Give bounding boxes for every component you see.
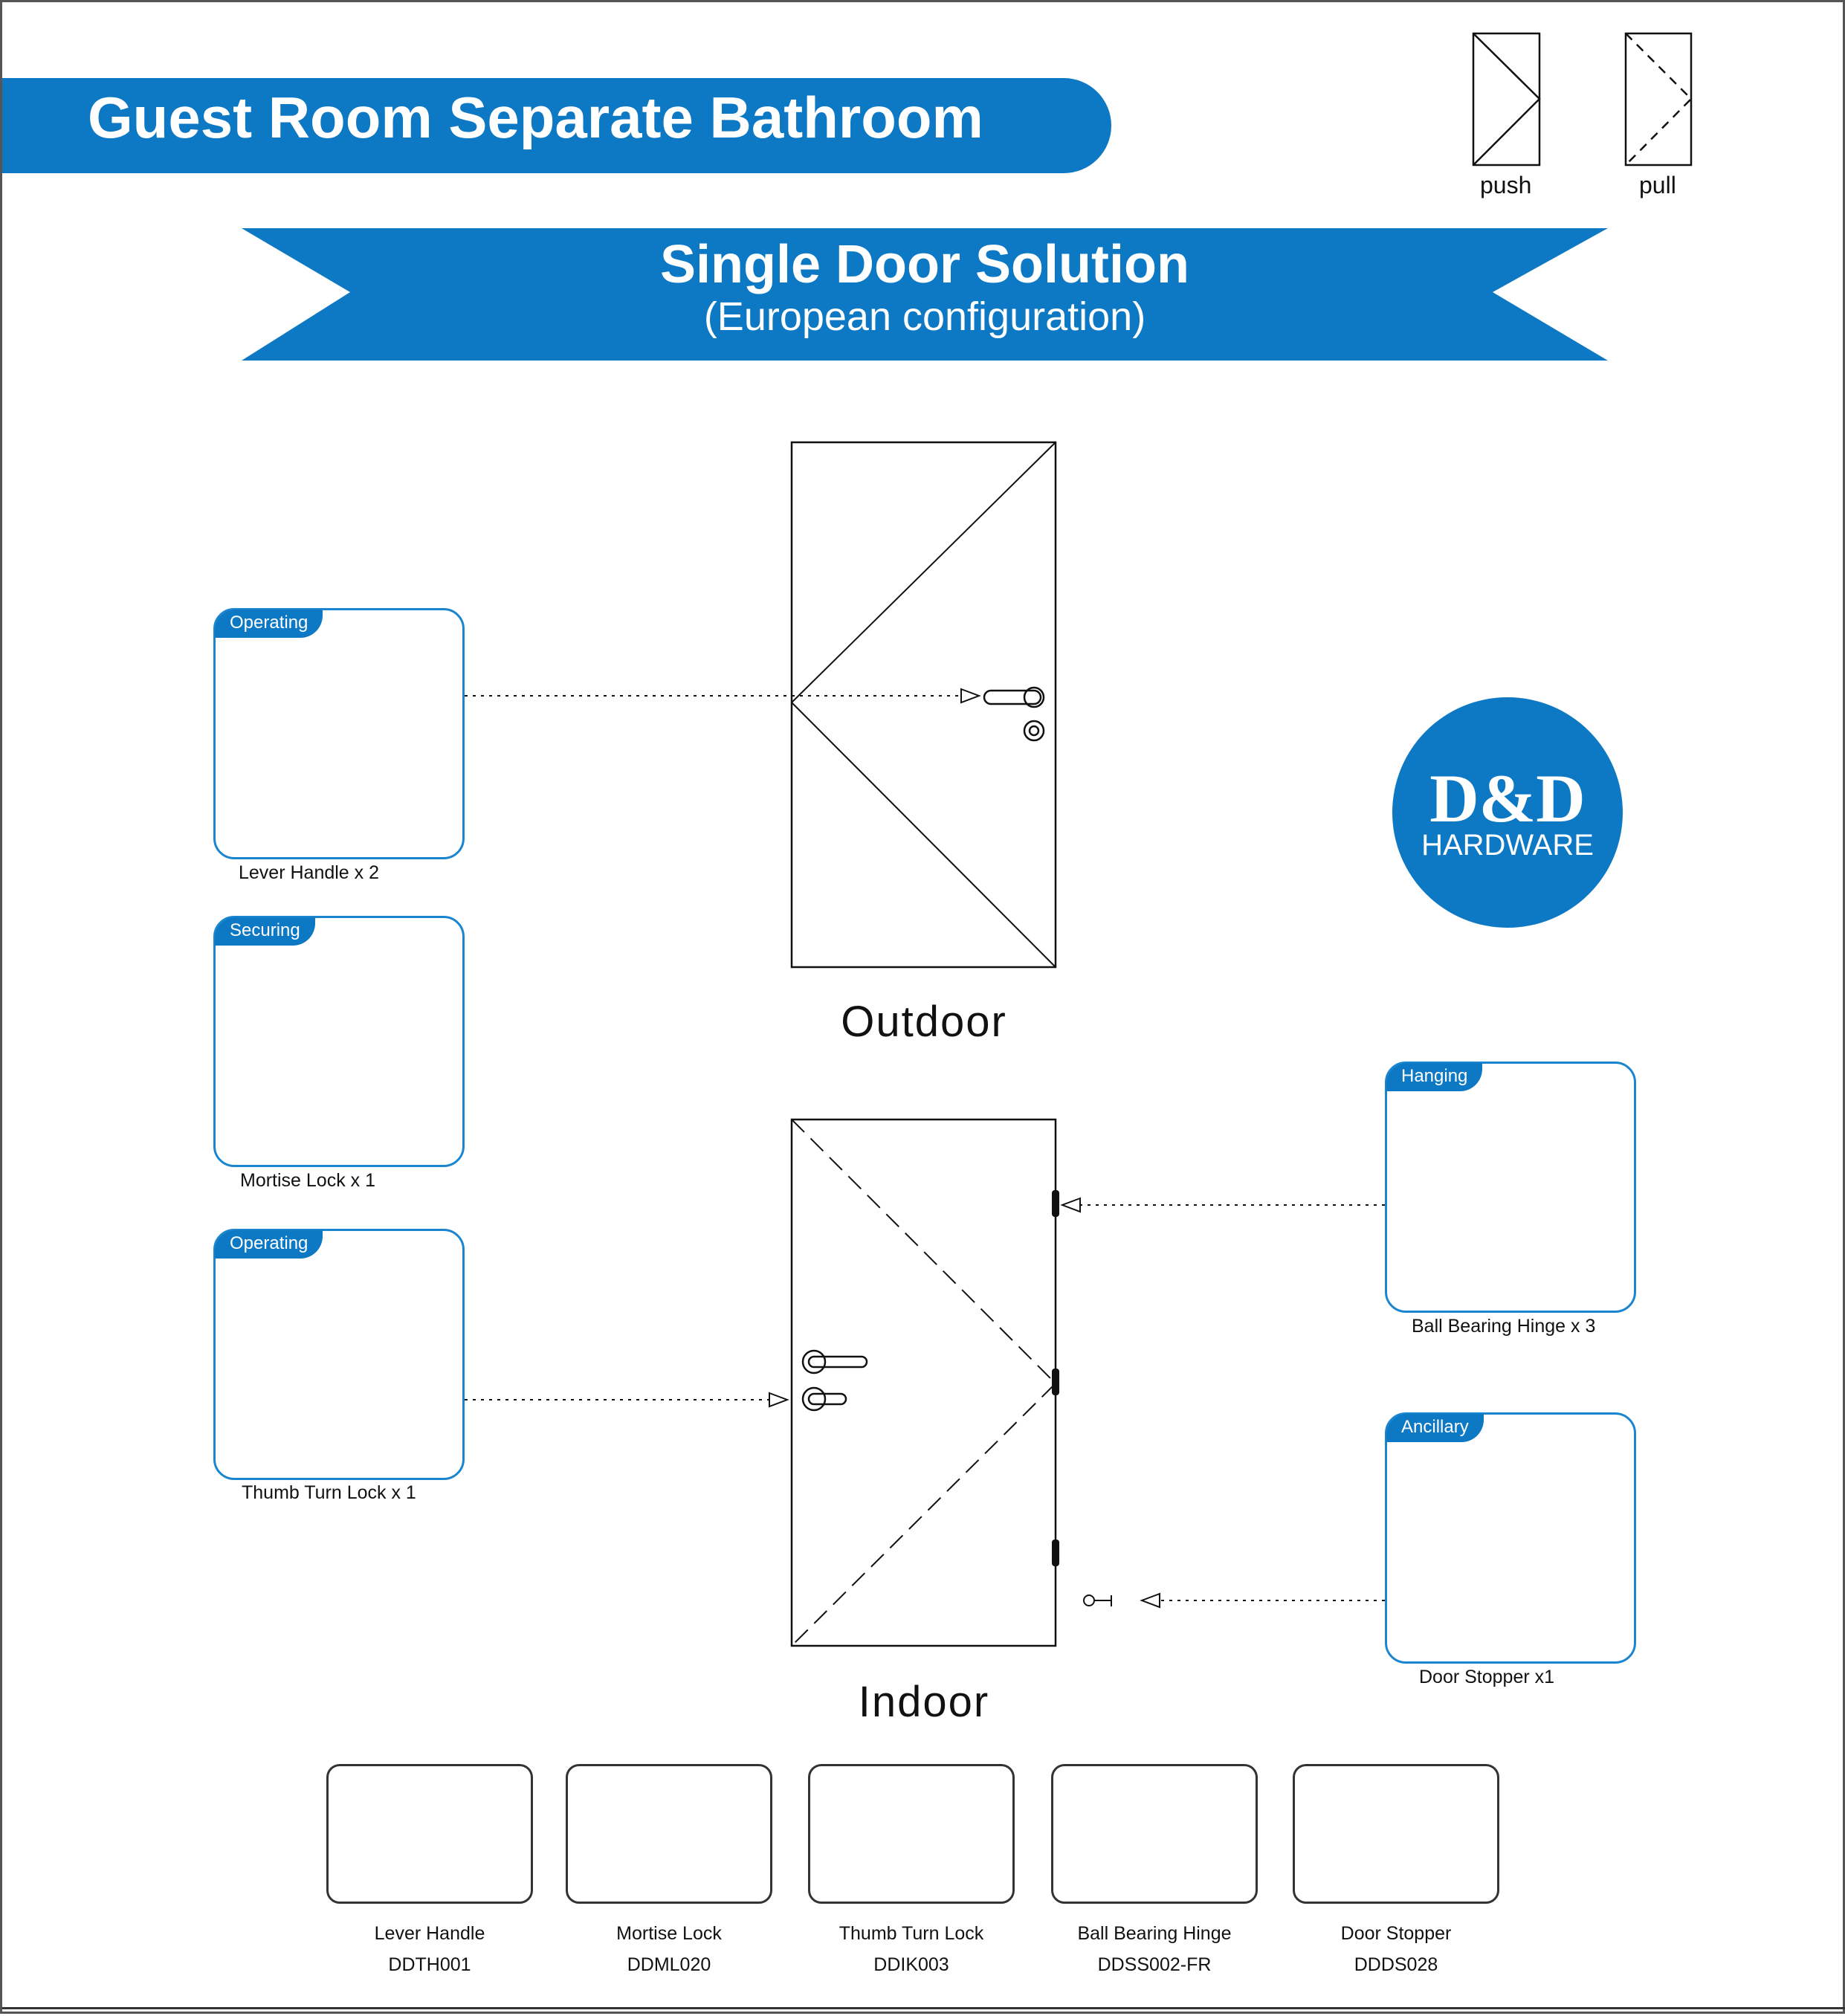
- hinge-caption: Ball Bearing Hinge x 3: [1412, 1316, 1596, 1337]
- bottom-rule: [2, 2007, 1845, 2009]
- brand-logo: [1392, 697, 1623, 928]
- thumb-turn-caption: Thumb Turn Lock x 1: [242, 1482, 416, 1503]
- connector-stopper: [1140, 1592, 1385, 1609]
- subtitle-ribbon: [242, 228, 1608, 361]
- hinge-card: [1385, 1062, 1636, 1313]
- catalog-name: Door Stopper: [1340, 1923, 1452, 1944]
- solution-subtitle: (European configuration): [703, 294, 1146, 339]
- connector-lever: [465, 688, 981, 704]
- connector-hinge: [1060, 1197, 1385, 1213]
- brand-logo-name: D&D: [1429, 760, 1586, 836]
- door-stopper-card: [1385, 1412, 1636, 1664]
- catalog-code: DDTH001: [388, 1954, 471, 1975]
- floor-stopper-symbol: [1083, 1595, 1112, 1606]
- category-badge-securing: Securing: [215, 917, 315, 946]
- catalog-card-ball-bearing-hinge: [1051, 1764, 1258, 1904]
- pull-legend-label: pull: [1639, 172, 1676, 198]
- connector-thumb-turn: [465, 1392, 789, 1408]
- lever-handle-caption: Lever Handle x 2: [239, 862, 380, 883]
- catalog-name: Ball Bearing Hinge: [1077, 1923, 1232, 1944]
- push-legend-label: push: [1480, 172, 1532, 198]
- door-stopper-caption: Door Stopper x1: [1419, 1667, 1555, 1687]
- door-hinge-marks: [1052, 1190, 1059, 1566]
- catalog-code: DDDS028: [1354, 1954, 1438, 1975]
- catalog-code: DDIK003: [873, 1954, 949, 1975]
- catalog-name: Mortise Lock: [616, 1923, 722, 1944]
- mortise-lock-caption: Mortise Lock x 1: [240, 1170, 376, 1191]
- category-badge-operating: Operating: [215, 610, 323, 638]
- push-legend-icon: [1472, 32, 1541, 167]
- catalog-code: DDML020: [627, 1954, 711, 1975]
- lever-handle-card: [213, 608, 465, 859]
- title-banner: [2, 78, 1111, 173]
- category-badge-operating-2: Operating: [215, 1230, 323, 1259]
- catalog-name: Thumb Turn Lock: [839, 1923, 984, 1944]
- outdoor-door: [790, 441, 1057, 969]
- category-badge-hanging: Hanging: [1386, 1063, 1483, 1091]
- pull-legend-icon: [1624, 32, 1693, 167]
- catalog-card-thumb-turn-lock: [808, 1764, 1015, 1904]
- catalog-name: Lever Handle: [374, 1923, 485, 1944]
- catalog-code: DDSS002-FR: [1097, 1954, 1212, 1975]
- brand-logo-sub: HARDWARE: [1421, 829, 1594, 862]
- indoor-door: [790, 1118, 1057, 1647]
- page-title: Guest Room Separate Bathroom: [88, 85, 983, 150]
- catalog-card-door-stopper: [1293, 1764, 1499, 1904]
- thumb-turn-card: [213, 1229, 465, 1480]
- indoor-label: Indoor: [858, 1678, 990, 1726]
- mortise-lock-card: [213, 916, 465, 1167]
- outdoor-label: Outdoor: [841, 998, 1007, 1046]
- catalog-card-mortise-lock: [566, 1764, 772, 1904]
- category-badge-ancillary: Ancillary: [1386, 1414, 1484, 1442]
- catalog-card-lever-handle: [326, 1764, 533, 1904]
- solution-title: Single Door Solution: [660, 235, 1189, 294]
